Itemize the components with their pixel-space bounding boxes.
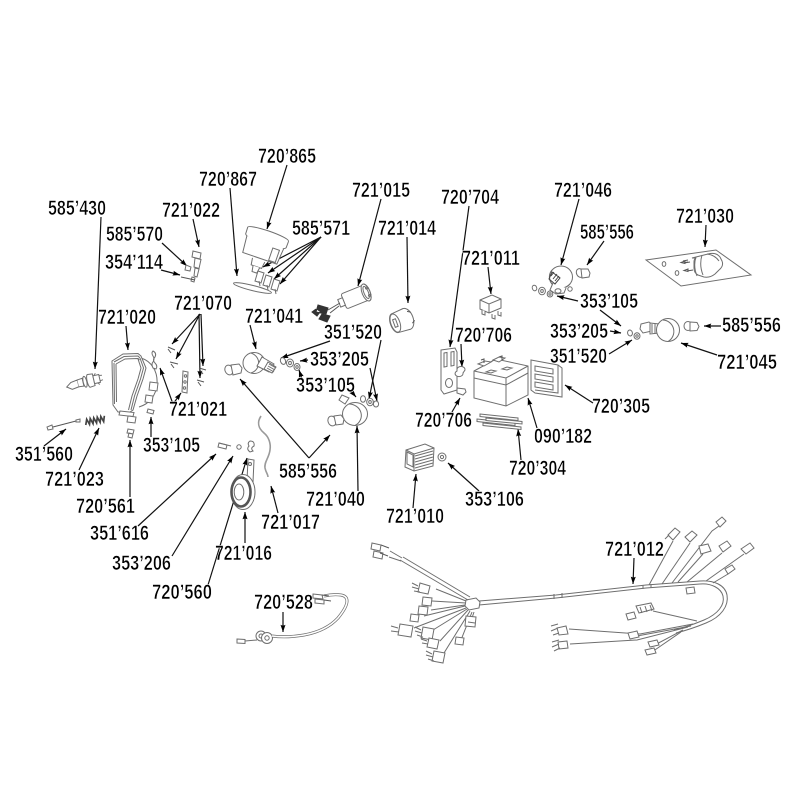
svg-text:721’017: 721’017: [261, 511, 320, 534]
svg-text:351’560: 351’560: [15, 443, 73, 466]
svg-text:585’570: 585’570: [106, 223, 163, 246]
svg-text:721’015: 721’015: [352, 179, 410, 202]
svg-text:585’430: 585’430: [48, 197, 106, 220]
svg-text:720’865: 720’865: [258, 145, 316, 168]
svg-text:721’016: 721’016: [215, 542, 272, 565]
svg-text:354’114: 354’114: [105, 251, 163, 274]
svg-text:721’020: 721’020: [98, 306, 156, 329]
svg-text:721’010: 721’010: [386, 505, 444, 528]
svg-text:585’571: 585’571: [292, 217, 350, 240]
svg-text:721’046: 721’046: [554, 179, 612, 202]
svg-text:720’706: 720’706: [455, 324, 512, 347]
svg-text:353’206: 353’206: [112, 552, 171, 575]
svg-text:585’556: 585’556: [279, 460, 337, 483]
svg-text:721’070: 721’070: [174, 292, 232, 315]
svg-text:720’706: 720’706: [415, 409, 472, 432]
svg-text:720’704: 720’704: [441, 186, 499, 209]
svg-text:353’106: 353’106: [465, 488, 524, 511]
svg-text:721’021: 721’021: [169, 398, 227, 421]
svg-text:720’867: 720’867: [199, 168, 257, 191]
svg-text:721’041: 721’041: [245, 305, 303, 328]
svg-text:090’182: 090’182: [534, 425, 592, 448]
svg-text:721’014: 721’014: [378, 217, 436, 240]
svg-text:353’105: 353’105: [296, 374, 355, 397]
svg-text:720’305: 720’305: [592, 395, 650, 418]
svg-text:721’022: 721’022: [162, 199, 220, 222]
svg-text:721’011: 721’011: [462, 247, 520, 270]
svg-text:351’520: 351’520: [324, 321, 382, 344]
svg-text:353’105: 353’105: [143, 434, 200, 457]
svg-text:720’561: 720’561: [76, 495, 135, 518]
svg-text:353’205: 353’205: [550, 320, 608, 343]
svg-text:351’520: 351’520: [550, 345, 607, 368]
svg-text:585’556: 585’556: [722, 314, 781, 337]
svg-text:720’304: 720’304: [509, 457, 566, 480]
svg-text:351’616: 351’616: [90, 522, 149, 545]
svg-text:721’012: 721’012: [605, 538, 664, 561]
svg-text:353’105: 353’105: [580, 290, 638, 313]
svg-text:721’023: 721’023: [45, 468, 104, 491]
svg-text:585’556: 585’556: [580, 221, 634, 244]
svg-text:353’205: 353’205: [310, 348, 369, 371]
svg-text:720’560: 720’560: [152, 581, 212, 604]
svg-text:721’045: 721’045: [717, 351, 777, 374]
svg-text:721’040: 721’040: [306, 488, 365, 511]
svg-text:721’030: 721’030: [676, 205, 734, 228]
svg-text:720’528: 720’528: [254, 591, 313, 614]
